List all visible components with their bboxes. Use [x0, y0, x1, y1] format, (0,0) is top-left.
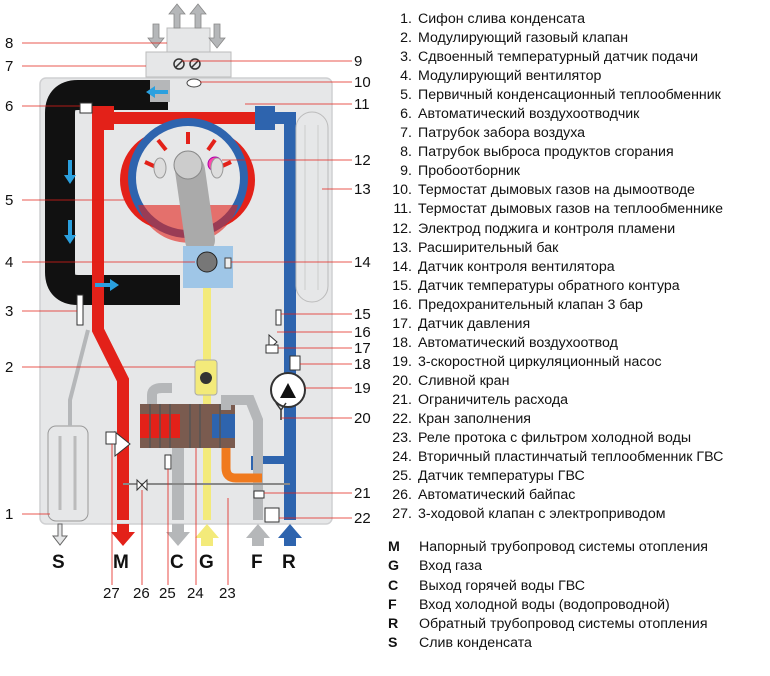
callout-20: 20 — [354, 410, 371, 427]
dhw-temp-sensor-25 — [164, 454, 172, 470]
sampling-point-9 — [173, 58, 185, 70]
callout-24: 24 — [187, 585, 204, 602]
callout-25: 25 — [159, 585, 176, 602]
air-flow-arrows — [64, 86, 168, 291]
connection-F: F — [251, 552, 263, 573]
legend-item: 21.Ограничитель расхода — [392, 391, 568, 408]
flow-sensor-3 — [76, 294, 84, 326]
legend-item: 22.Кран заполнения — [392, 410, 531, 427]
legend-item: 20.Сливной кран — [392, 372, 510, 389]
air-flue-duct — [45, 80, 180, 305]
callout-7: 7 — [5, 58, 13, 75]
callout-27: 27 — [103, 585, 120, 602]
legend-item: 8.Патрубок выброса продуктов сгорания — [400, 144, 674, 161]
dhw-cold-pipe — [221, 395, 263, 520]
legend-item: 14.Датчик контроля вентилятора — [392, 258, 615, 275]
flow-limiter-21 — [253, 490, 265, 499]
burner-tube — [175, 155, 215, 255]
air-intake-pipe-7 — [145, 51, 232, 78]
connection-G: G — [199, 552, 214, 573]
legend-item: 12.Электрод поджига и контроля пламени — [392, 220, 676, 237]
callout-21: 21 — [354, 485, 371, 502]
legend-item: 10.Термостат дымовых газов на дымоотводе — [392, 182, 695, 199]
callout-8: 8 — [5, 35, 13, 52]
pressure-sensor-17 — [265, 344, 279, 354]
legend-item: 11.Термостат дымовых газов на теплообмен… — [393, 201, 724, 218]
connection-S: S — [52, 552, 65, 573]
callout-12: 12 — [354, 152, 371, 169]
legend-item: 13.Расширительный бак — [392, 239, 559, 256]
legend-item: 23.Реле протока с фильтром холодной воды — [392, 430, 692, 447]
callout-22: 22 — [354, 510, 371, 527]
callout-9: 9 — [354, 53, 362, 70]
callout-10: 10 — [354, 74, 371, 91]
connection-M: M — [113, 552, 129, 573]
legend-item: 2.Модулирующий газовый клапан — [400, 30, 629, 47]
flue-thermostat-10 — [189, 58, 201, 70]
legend-item: 27.3-ходовой клапан с электроприводом — [392, 506, 666, 523]
callout-16: 16 — [354, 324, 371, 341]
connection-R: R — [282, 552, 296, 573]
legend-item: 26.Автоматический байпас — [392, 487, 576, 504]
condensate-siphon-1 — [47, 425, 89, 522]
legend-item: 9.Пробоотборник — [400, 163, 520, 180]
callout-19: 19 — [354, 380, 371, 397]
legend-item: 25.Датчик температуры ГВС — [392, 468, 585, 485]
legend-item: 19.3-скоростной циркуляционный насос — [392, 353, 662, 370]
callout-11: 11 — [354, 96, 370, 113]
legend-item: 1.Сифон слива конденсата — [400, 11, 586, 27]
bottom-connections — [51, 523, 302, 546]
legend-item: 5.Первичный конденсационный теплообменни… — [400, 87, 721, 104]
legend-item: 3.Сдвоенный температурный датчик подачи — [400, 49, 699, 66]
legend-item: 7.Патрубок забора воздуха — [400, 125, 586, 142]
legend-item: 16.Предохранительный клапан 3 бар — [392, 296, 643, 313]
legend-item: 15.Датчик температуры обратного контура — [392, 277, 680, 294]
auto-air-vent-6 — [79, 102, 93, 114]
callout-3: 3 — [5, 303, 13, 320]
expansion-vessel-13 — [295, 111, 329, 303]
legend-item: 6.Автоматический воздухоотводчик — [400, 106, 640, 123]
connection-C: C — [170, 552, 184, 573]
callout-15: 15 — [354, 306, 371, 323]
callout-5: 5 — [5, 192, 13, 209]
legend-item: 18.Автоматический воздухоотвод — [392, 334, 618, 351]
flue-outlet-pipe-8 — [166, 27, 211, 53]
callout-2: 2 — [5, 359, 13, 376]
flue-arrows — [147, 3, 226, 49]
callout-17: 17 — [354, 340, 371, 357]
callout-6: 6 — [5, 98, 13, 115]
fan-sensor-14 — [224, 257, 232, 269]
callout-26: 26 — [133, 585, 150, 602]
return-temp-sensor-15 — [275, 309, 282, 326]
callout-18: 18 — [354, 356, 371, 373]
callout-13: 13 — [354, 181, 371, 198]
bypass-26 — [136, 478, 148, 492]
callout-14: 14 — [354, 254, 371, 271]
legend-item: 17.Датчик давления — [392, 315, 531, 332]
callout-1: 1 — [5, 506, 13, 523]
air-vent-18 — [289, 355, 301, 371]
callout-4: 4 — [5, 254, 13, 271]
legend-item: 24.Вторичный пластинчатый теплообменник … — [392, 449, 724, 466]
component-legend: 1.Сифон слива конденсата 2.Модулирующий … — [388, 10, 768, 653]
callout-23: 23 — [219, 585, 236, 602]
legend-item: 4.Модулирующий вентилятор — [400, 68, 602, 85]
filling-tap-22 — [264, 507, 280, 523]
